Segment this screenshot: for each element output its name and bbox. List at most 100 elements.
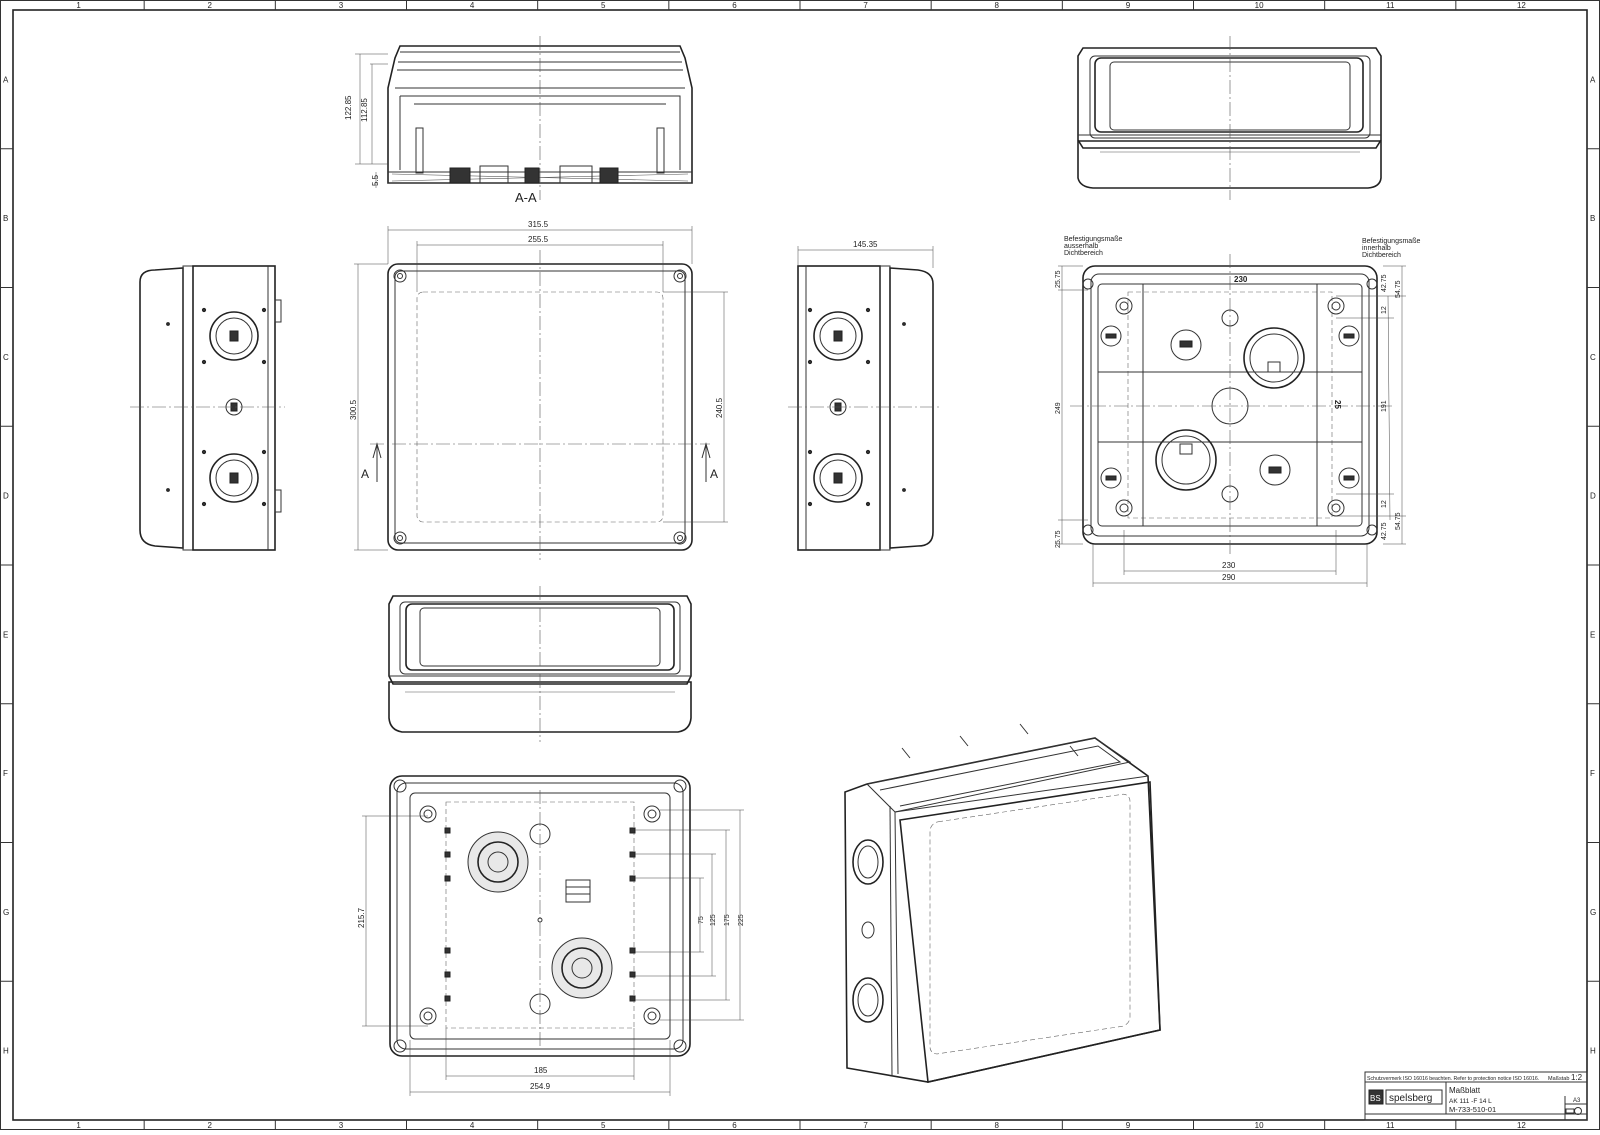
section-label: A-A	[515, 190, 537, 205]
dim-315-5: 315.5	[528, 220, 549, 229]
row-ref-left: A	[3, 75, 9, 84]
dim-122-85: 122.85	[344, 95, 353, 120]
col-ref-bottom: 3	[339, 1121, 344, 1130]
row-ref-right: E	[1590, 630, 1595, 639]
dim-230-bottom: 230	[1222, 561, 1236, 570]
isometric-view	[844, 723, 1161, 1083]
section-view-aa: 122.85 112.85 5.5 A-A	[344, 36, 693, 205]
col-ref-top: 6	[732, 1, 737, 10]
dim-255-5: 255.5	[528, 235, 549, 244]
dim-54-75-top: 54.75	[1395, 280, 1402, 298]
dim-290: 290	[1222, 573, 1236, 582]
note-outside-1: Befestigungsmaße	[1064, 236, 1122, 243]
dim-230-top: 230	[1234, 275, 1248, 284]
row-ref-left: C	[3, 353, 9, 362]
dim-125: 125	[710, 914, 717, 926]
scale-value: 1:2	[1571, 1073, 1583, 1082]
dim-112-85: 112.85	[360, 98, 369, 122]
title-block: Schutzvermerk ISO 16016 beachten. Refer …	[1364, 1071, 1588, 1121]
col-ref-top: 12	[1517, 1, 1526, 10]
bottom-lid-view	[388, 586, 692, 742]
mounting-view: Befestigungsmaße ausserhalb Dichtbereich…	[1055, 236, 1420, 587]
company-name: spelsberg	[1389, 1093, 1432, 1104]
doc-title: Maßblatt	[1449, 1086, 1481, 1095]
col-ref-top: 4	[470, 1, 475, 10]
document-number: M-733-510-01	[1449, 1105, 1496, 1114]
dim-12-top: 12	[1381, 306, 1388, 314]
row-ref-left: E	[3, 630, 8, 639]
dim-5-5: 5.5	[371, 174, 380, 186]
col-ref-top: 7	[863, 1, 868, 10]
col-ref-top: 5	[601, 1, 606, 10]
col-ref-top: 2	[208, 1, 213, 10]
dim-240-5: 240.5	[715, 397, 724, 418]
row-ref-left: G	[3, 908, 9, 917]
col-ref-bottom: 12	[1517, 1121, 1526, 1130]
row-ref-right: D	[1590, 492, 1596, 501]
row-ref-right: C	[1590, 353, 1596, 362]
dim-249: 249	[1055, 402, 1062, 414]
dim-254-9: 254.9	[530, 1082, 551, 1091]
row-ref-right: A	[1590, 75, 1596, 84]
col-ref-bottom: 4	[470, 1121, 475, 1130]
col-ref-bottom: 9	[1126, 1121, 1131, 1130]
section-marker-left: A	[361, 467, 369, 481]
col-ref-bottom: 6	[732, 1121, 737, 1130]
protection-notice: Schutzvermerk ISO 16016 beachten. Refer …	[1367, 1076, 1539, 1082]
dim-225: 225	[738, 914, 745, 926]
row-ref-left: D	[3, 492, 9, 501]
col-ref-top: 1	[76, 1, 81, 10]
note-outside-3: Dichtbereich	[1064, 250, 1103, 257]
row-ref-left: F	[3, 769, 8, 778]
col-ref-top: 3	[339, 1, 344, 10]
dim-215-7: 215.7	[357, 907, 366, 928]
section-marker-right: A	[710, 467, 718, 481]
col-ref-top: 9	[1126, 1, 1131, 10]
top-right-view	[1077, 36, 1382, 200]
note-inside-2: innerhalb	[1362, 245, 1391, 252]
inner-view: 215.7 185 254.9 75 125 175 225	[357, 775, 745, 1096]
product-code: AK 111 -F 14 L	[1449, 1098, 1492, 1105]
note-outside-2: ausserhalb	[1064, 243, 1098, 250]
col-ref-top: 11	[1386, 1, 1395, 10]
col-ref-bottom: 2	[208, 1121, 213, 1130]
col-ref-bottom: 7	[863, 1121, 868, 1130]
front-view: A A 315.5 255.5 300.5 240.5	[349, 220, 728, 560]
dim-145-35: 145.35	[853, 240, 878, 249]
dim-191: 191	[1381, 400, 1388, 412]
col-ref-bottom: 11	[1386, 1121, 1395, 1130]
dim-25-side: 25	[1333, 400, 1342, 409]
col-ref-bottom: 10	[1255, 1121, 1264, 1130]
row-ref-right: F	[1590, 769, 1595, 778]
row-ref-right: G	[1590, 908, 1596, 917]
dim-185: 185	[534, 1066, 548, 1075]
col-ref-bottom: 5	[601, 1121, 606, 1130]
row-ref-left: H	[3, 1047, 9, 1056]
dim-54-75-bottom: 54.75	[1395, 512, 1402, 530]
row-ref-right: H	[1590, 1047, 1596, 1056]
col-ref-bottom: 8	[995, 1121, 1000, 1130]
col-ref-bottom: 1	[76, 1121, 81, 1130]
scale-label: Maßstab	[1548, 1076, 1569, 1082]
dim-42-75-top: 42.75	[1381, 274, 1388, 292]
dim-175: 175	[724, 914, 731, 926]
col-ref-top: 10	[1255, 1, 1264, 10]
dim-25-75-top: 25.75	[1055, 270, 1062, 288]
sheet-format: A3	[1573, 1098, 1581, 1104]
dim-12-bottom: 12	[1381, 500, 1388, 508]
dim-25-75-bottom: 25.75	[1055, 530, 1062, 548]
right-side-view: 145.35	[788, 240, 940, 551]
row-ref-left: B	[3, 214, 8, 223]
note-inside-1: Befestigungsmaße	[1362, 238, 1420, 245]
left-side-view	[130, 265, 285, 551]
dim-42-75-bottom: 42.75	[1381, 522, 1388, 540]
note-inside-3: Dichtbereich	[1362, 252, 1401, 259]
dim-300-5: 300.5	[349, 399, 358, 420]
row-ref-right: B	[1590, 214, 1595, 223]
dim-75: 75	[698, 916, 705, 924]
col-ref-top: 8	[995, 1, 1000, 10]
